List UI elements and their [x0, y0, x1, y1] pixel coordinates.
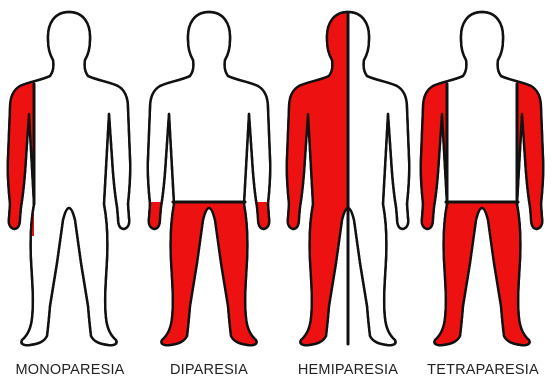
- figure-tetraparesia: [413, 8, 551, 358]
- figure-monoparesia: [0, 8, 138, 358]
- affected-half-body-region: [279, 8, 348, 358]
- body-outline: [421, 12, 544, 345]
- affected-legs-region: [140, 202, 278, 362]
- body-outline: [8, 12, 131, 345]
- caption-tetraparesia: TETRAPARESIA: [413, 362, 553, 378]
- caption-monoparesia: MONOPARESIA: [0, 362, 140, 378]
- figure-hemiparesia: [279, 8, 417, 358]
- caption-hemiparesia: HEMIPARESIA: [278, 362, 418, 378]
- figure-diparesia: [140, 8, 278, 358]
- affected-legs-region: [413, 202, 551, 362]
- caption-diparesia: DIPARESIA: [139, 362, 279, 378]
- body-outline: [148, 12, 271, 345]
- affected-arm-region: [0, 76, 34, 236]
